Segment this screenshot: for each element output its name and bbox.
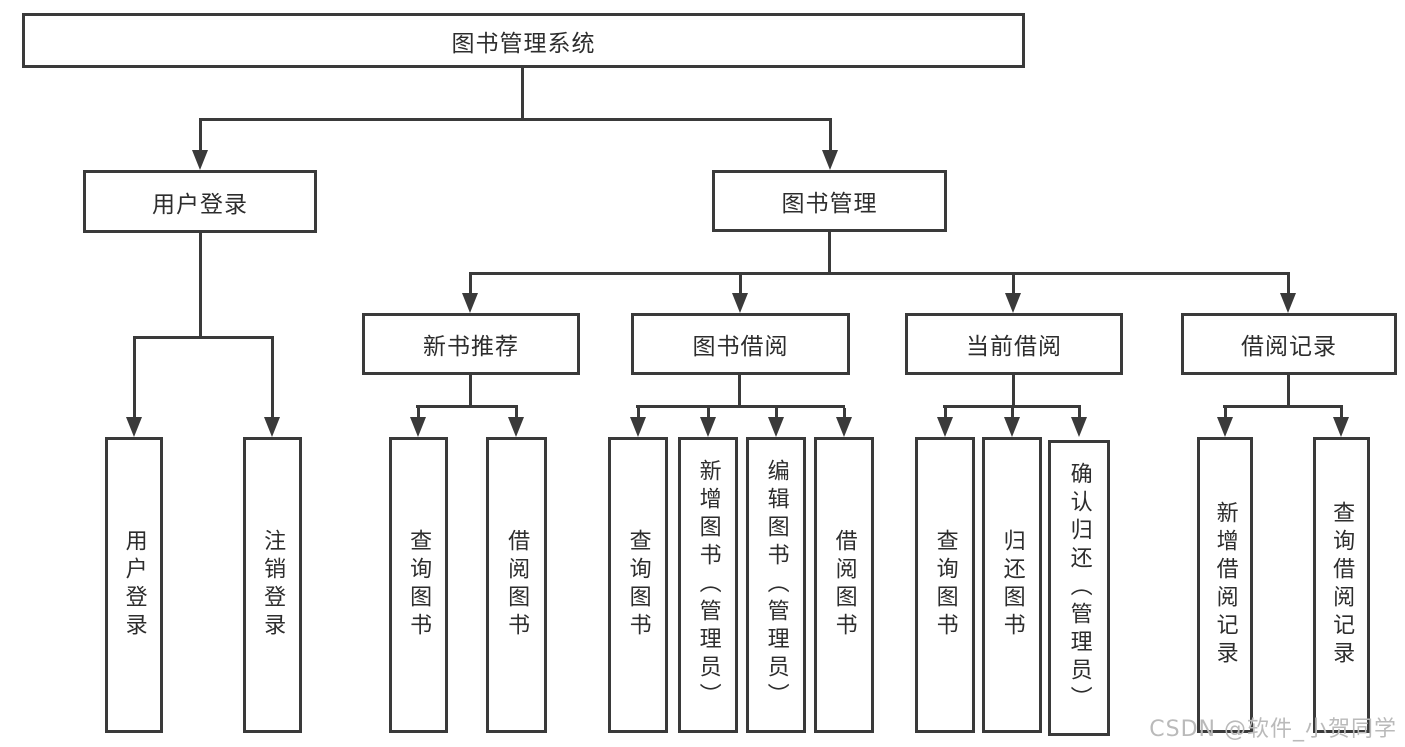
connector-line bbox=[199, 121, 202, 152]
node-current-borrowing: 当前借阅 bbox=[905, 313, 1123, 375]
connector-line bbox=[1287, 275, 1290, 297]
node-label: 编辑图书（管理员） bbox=[763, 459, 789, 711]
arrowhead-icon bbox=[768, 417, 784, 437]
arrowhead-icon bbox=[126, 417, 142, 437]
connector-line bbox=[1340, 408, 1343, 420]
connector-line bbox=[199, 118, 832, 121]
node-label: 当前借阅 bbox=[966, 334, 1062, 360]
connector-line bbox=[636, 405, 845, 408]
node-label: 查询借阅记录 bbox=[1329, 501, 1355, 669]
connector-line bbox=[828, 232, 831, 274]
node-nbr-query-books: 查询图书 bbox=[389, 437, 448, 733]
node-borrowing-records: 借阅记录 bbox=[1181, 313, 1397, 375]
node-bb-add-book-admin: 新增图书（管理员） bbox=[678, 437, 738, 733]
connector-line bbox=[943, 405, 1081, 408]
arrowhead-icon bbox=[822, 150, 838, 170]
arrowhead-icon bbox=[1004, 417, 1020, 437]
connector-line bbox=[469, 275, 472, 297]
connector-line bbox=[1223, 405, 1343, 408]
node-br-add-borrow-record: 新增借阅记录 bbox=[1197, 437, 1253, 733]
arrowhead-icon bbox=[1333, 417, 1349, 437]
node-label: 注销登录 bbox=[260, 529, 286, 641]
node-label: 借阅图书 bbox=[504, 529, 530, 641]
node-label: 确认归还（管理员） bbox=[1066, 462, 1092, 714]
arrowhead-icon bbox=[508, 417, 524, 437]
node-label: 新增借阅记录 bbox=[1212, 501, 1238, 669]
node-logout: 注销登录 bbox=[243, 437, 302, 733]
node-login: 用户登录 bbox=[105, 437, 163, 733]
connector-line bbox=[944, 408, 947, 420]
connector-line bbox=[1012, 375, 1015, 407]
node-book-borrowing: 图书借阅 bbox=[631, 313, 850, 375]
connector-line bbox=[1012, 275, 1015, 297]
node-label: 新书推荐 bbox=[423, 334, 519, 360]
connector-line bbox=[469, 272, 1290, 275]
connector-line bbox=[199, 233, 202, 338]
node-label: 图书管理 bbox=[781, 191, 878, 217]
csdn-watermark: CSDN @软件_小贺同学 bbox=[1149, 717, 1397, 742]
node-book-management: 图书管理 bbox=[712, 170, 947, 232]
connector-line bbox=[1287, 375, 1290, 407]
node-label: 借阅图书 bbox=[831, 529, 857, 641]
connector-line bbox=[707, 408, 710, 420]
node-label: 查询图书 bbox=[406, 529, 432, 641]
connector-line bbox=[469, 375, 472, 407]
arrowhead-icon bbox=[1005, 293, 1021, 313]
arrowhead-icon bbox=[937, 417, 953, 437]
arrowhead-icon bbox=[264, 417, 280, 437]
arrowhead-icon bbox=[1071, 417, 1087, 437]
connector-line bbox=[271, 339, 274, 420]
connector-line bbox=[637, 408, 640, 420]
connector-line bbox=[1011, 408, 1014, 420]
arrowhead-icon bbox=[1280, 293, 1296, 313]
connector-line bbox=[417, 408, 420, 420]
node-label: 新增图书（管理员） bbox=[695, 459, 721, 711]
arrowhead-icon bbox=[462, 293, 478, 313]
arrowhead-icon bbox=[732, 293, 748, 313]
connector-line bbox=[515, 408, 518, 420]
node-bb-borrow-books: 借阅图书 bbox=[814, 437, 874, 733]
connector-line bbox=[739, 275, 742, 297]
connector-line bbox=[775, 408, 778, 420]
arrowhead-icon bbox=[836, 417, 852, 437]
arrowhead-icon bbox=[700, 417, 716, 437]
node-bb-edit-book-admin: 编辑图书（管理员） bbox=[746, 437, 806, 733]
node-nbr-borrow-books: 借阅图书 bbox=[486, 437, 547, 733]
node-label: 查询图书 bbox=[932, 529, 958, 641]
connector-line bbox=[738, 375, 741, 407]
connector-line bbox=[133, 339, 136, 420]
node-label: 查询图书 bbox=[625, 529, 651, 641]
node-new-book-recommendation: 新书推荐 bbox=[362, 313, 580, 375]
arrowhead-icon bbox=[630, 417, 646, 437]
node-label: 用户登录 bbox=[121, 529, 147, 641]
connector-line bbox=[1078, 408, 1081, 420]
arrowhead-icon bbox=[410, 417, 426, 437]
arrowhead-icon bbox=[192, 150, 208, 170]
connector-line bbox=[521, 68, 524, 120]
node-cb-query-books: 查询图书 bbox=[915, 437, 975, 733]
node-cb-confirm-return-admin: 确认归还（管理员） bbox=[1048, 440, 1110, 736]
connector-line bbox=[829, 121, 832, 152]
node-label: 借阅记录 bbox=[1241, 334, 1337, 360]
connector-line bbox=[133, 336, 274, 339]
node-label: 归还图书 bbox=[999, 529, 1025, 641]
node-library-management-system: 图书管理系统 bbox=[22, 13, 1025, 68]
node-user-login: 用户登录 bbox=[83, 170, 317, 233]
node-label: 用户登录 bbox=[152, 191, 248, 218]
node-label: 图书借阅 bbox=[692, 334, 789, 360]
arrowhead-icon bbox=[1217, 417, 1233, 437]
connector-line bbox=[416, 405, 518, 408]
node-cb-return-books: 归还图书 bbox=[982, 437, 1042, 733]
node-br-query-borrow-record: 查询借阅记录 bbox=[1313, 437, 1370, 733]
node-bb-query-books: 查询图书 bbox=[608, 437, 668, 733]
connector-line bbox=[1224, 408, 1227, 420]
connector-line bbox=[843, 408, 846, 420]
node-label: 图书管理系统 bbox=[451, 30, 596, 57]
